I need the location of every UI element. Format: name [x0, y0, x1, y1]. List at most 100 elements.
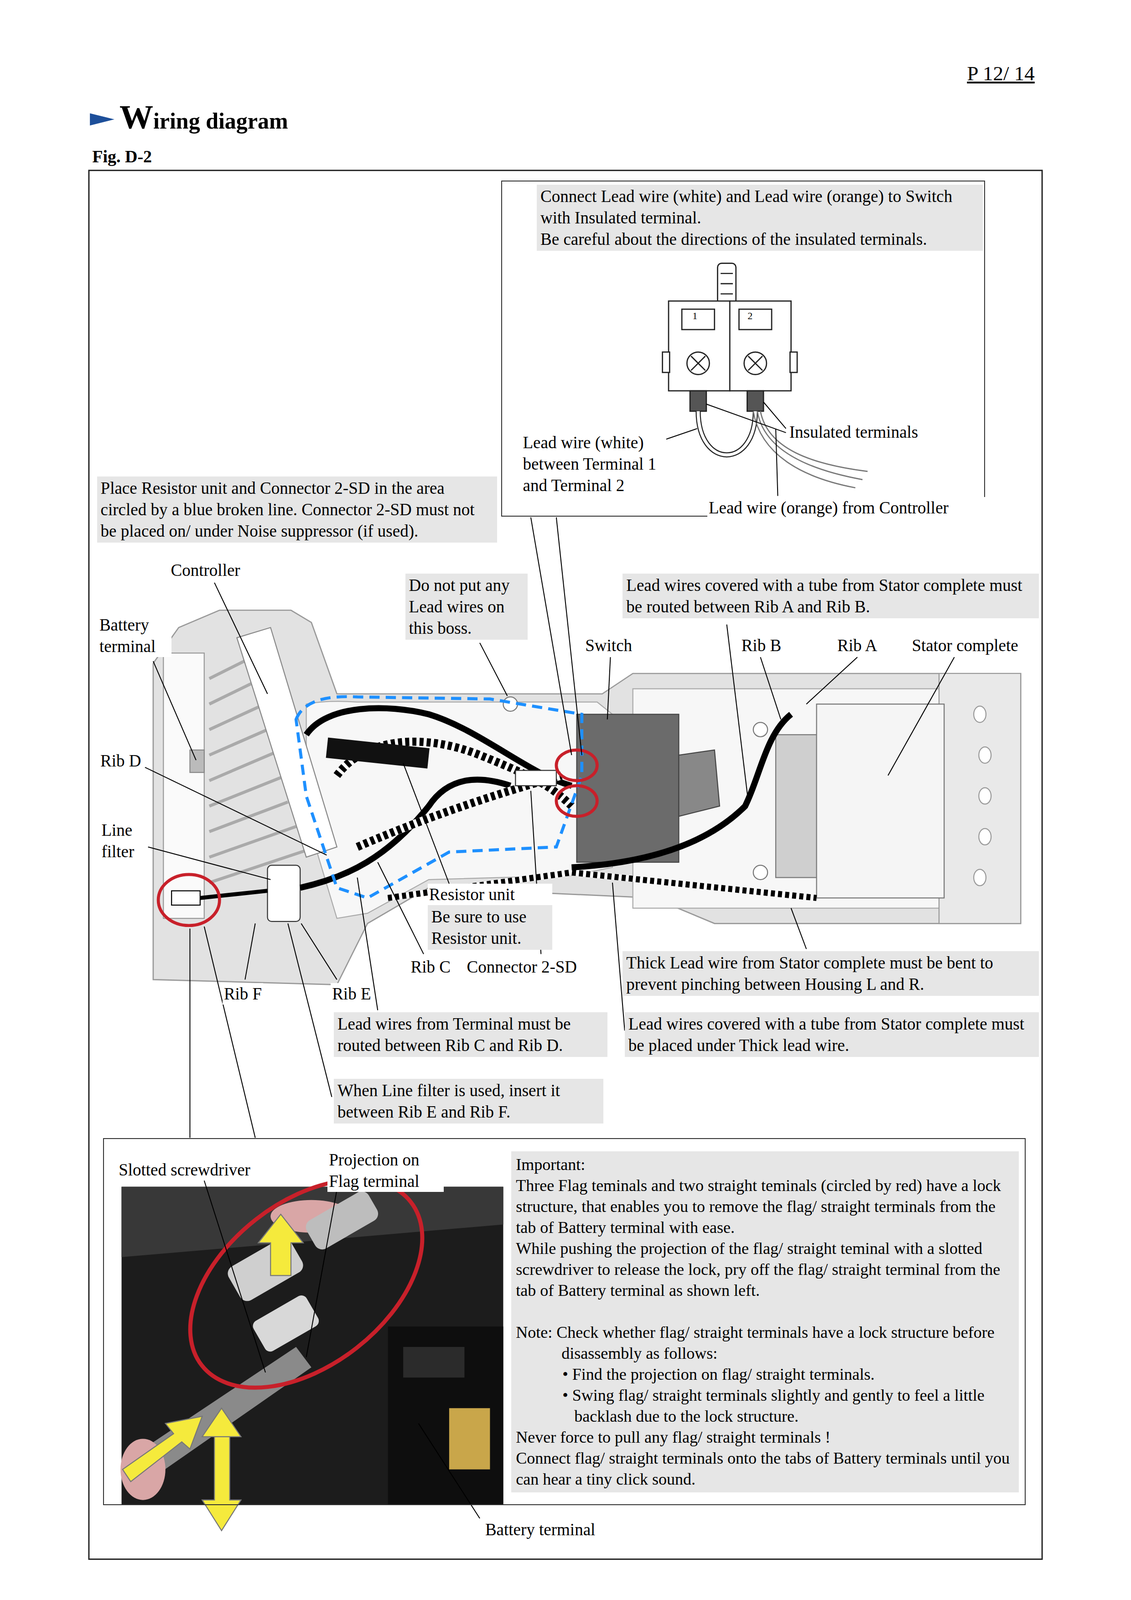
tool-housing	[153, 610, 1021, 985]
callout-text: Be careful about the directions of the i…	[540, 228, 980, 250]
title-arrow	[89, 113, 115, 126]
inset-panel: Slotted screwdriver Projection on Flag te…	[103, 1138, 1026, 1506]
terminal-number: 2	[746, 310, 754, 322]
switch-detail	[668, 300, 730, 391]
part-label: Rib E	[330, 983, 373, 1005]
callout-text: Lead wires from Terminal must be routed …	[337, 1013, 604, 1057]
placement-area	[295, 696, 582, 899]
callout-text: Lead wires covered with a tube from Stat…	[628, 1013, 1036, 1057]
red-circle	[151, 1137, 462, 1430]
leader-line	[763, 402, 786, 429]
part-label: Rib C	[409, 956, 452, 978]
leader-line	[287, 923, 332, 1097]
switch-detail	[690, 356, 706, 371]
tool-housing	[306, 701, 613, 919]
tool-housing	[939, 673, 1021, 924]
callout-text: While pushing the projection of the flag…	[515, 1238, 1014, 1302]
callout-box: Do not put any Lead wires on this boss.	[405, 573, 529, 640]
callout-text: Connect flag/ straight terminals onto th…	[515, 1447, 1014, 1490]
part-label: Stator complete	[910, 634, 1020, 657]
leader-line	[706, 404, 787, 433]
wires	[515, 770, 557, 787]
tool-housing	[678, 750, 720, 817]
leader-line	[403, 763, 450, 884]
wires	[571, 714, 791, 868]
note-box: Important:Three Flag teminals and two st…	[511, 1151, 1019, 1493]
switch-detail	[720, 273, 733, 295]
leader-line	[204, 1180, 266, 1373]
red-circle	[556, 785, 598, 817]
outer-frame	[88, 170, 1043, 1560]
wires	[326, 737, 430, 769]
leader-line	[887, 657, 955, 776]
leader-line	[306, 1189, 338, 1358]
callout-text: Projection on Flag terminal	[327, 1149, 444, 1193]
callout-text: Three Flag teminals and two straight tem…	[515, 1175, 1014, 1239]
leader-line	[775, 428, 778, 497]
callout-text: Resistor unit	[427, 883, 553, 906]
callout-text: When Line filter is used, insert it betw…	[337, 1079, 600, 1123]
callout-text: Thick Lead wire from Stator complete mus…	[626, 952, 1036, 996]
photo	[224, 1234, 307, 1305]
photo	[122, 1416, 203, 1482]
part-label: Rib D	[98, 750, 143, 772]
terminal-number: 1	[690, 310, 699, 322]
callout-box: When Line filter is used, insert it betw…	[333, 1079, 604, 1124]
switch-detail	[686, 352, 710, 375]
callout-text: Slotted screwdriver	[117, 1159, 283, 1181]
callout-text: Be sure to use Resistor unit.	[427, 905, 553, 950]
leader-line	[479, 643, 508, 696]
tool-housing	[153, 610, 1021, 985]
switch-detail	[747, 390, 764, 412]
callout-text: Never force to pull any flag/ straight t…	[515, 1426, 1014, 1448]
leader-line	[607, 657, 611, 720]
tool-housing	[503, 696, 518, 711]
outer-frame	[88, 170, 1043, 1560]
leader-line	[189, 928, 191, 1138]
callout-box: Lead wires covered with a tube from Stat…	[622, 573, 1039, 619]
leader-line	[377, 862, 424, 955]
page-number: P 12/ 14	[965, 61, 1036, 86]
tool-housing	[576, 714, 680, 863]
wires	[200, 708, 817, 898]
part-label: Battery terminal	[98, 614, 172, 658]
leader-line	[760, 657, 781, 720]
photo	[403, 1347, 465, 1378]
photo	[302, 1188, 381, 1253]
wires	[300, 779, 511, 888]
switch-detail	[789, 352, 798, 373]
tool-housing	[753, 865, 768, 880]
part-label: Rib A	[835, 634, 879, 657]
tool-housing	[753, 722, 768, 737]
callout-text: • Find the projection on flag/ straight …	[515, 1364, 1014, 1386]
callout-box: Resistor unitBe sure to use Resistor uni…	[427, 883, 553, 950]
callout-text: Lead wire (orange) from Controller	[707, 497, 986, 519]
inset-panel: Lead wire (white) between Terminal 1 and…	[501, 180, 986, 517]
part-label: Switch	[583, 634, 634, 657]
diagram-title: Wiring diagram	[119, 101, 289, 137]
switch-detail	[681, 309, 715, 330]
callout-text: Lead wire (white) between Terminal 1 and…	[521, 431, 667, 497]
tool-housing	[267, 865, 301, 922]
leader-line	[418, 1423, 480, 1519]
leader-line	[148, 846, 271, 880]
leader-line	[530, 517, 572, 756]
placement-area	[295, 696, 582, 899]
callout-text: Important:	[515, 1154, 1014, 1176]
switch-detail	[698, 411, 756, 456]
leader-line	[214, 582, 268, 695]
title-arrow	[89, 113, 115, 126]
leader-line	[300, 923, 337, 980]
leader-line	[556, 517, 582, 756]
switch-detail	[698, 411, 756, 456]
photo	[258, 1214, 303, 1276]
switch-detail	[662, 263, 868, 488]
photo	[449, 1408, 491, 1470]
wires	[200, 891, 268, 899]
part-label: Controller	[169, 559, 242, 582]
part-label: Connector 2-SD	[465, 956, 579, 978]
tool-housing	[973, 869, 986, 887]
switch-detail	[738, 309, 772, 330]
photo	[120, 1187, 504, 1531]
switch-detail	[744, 352, 767, 375]
